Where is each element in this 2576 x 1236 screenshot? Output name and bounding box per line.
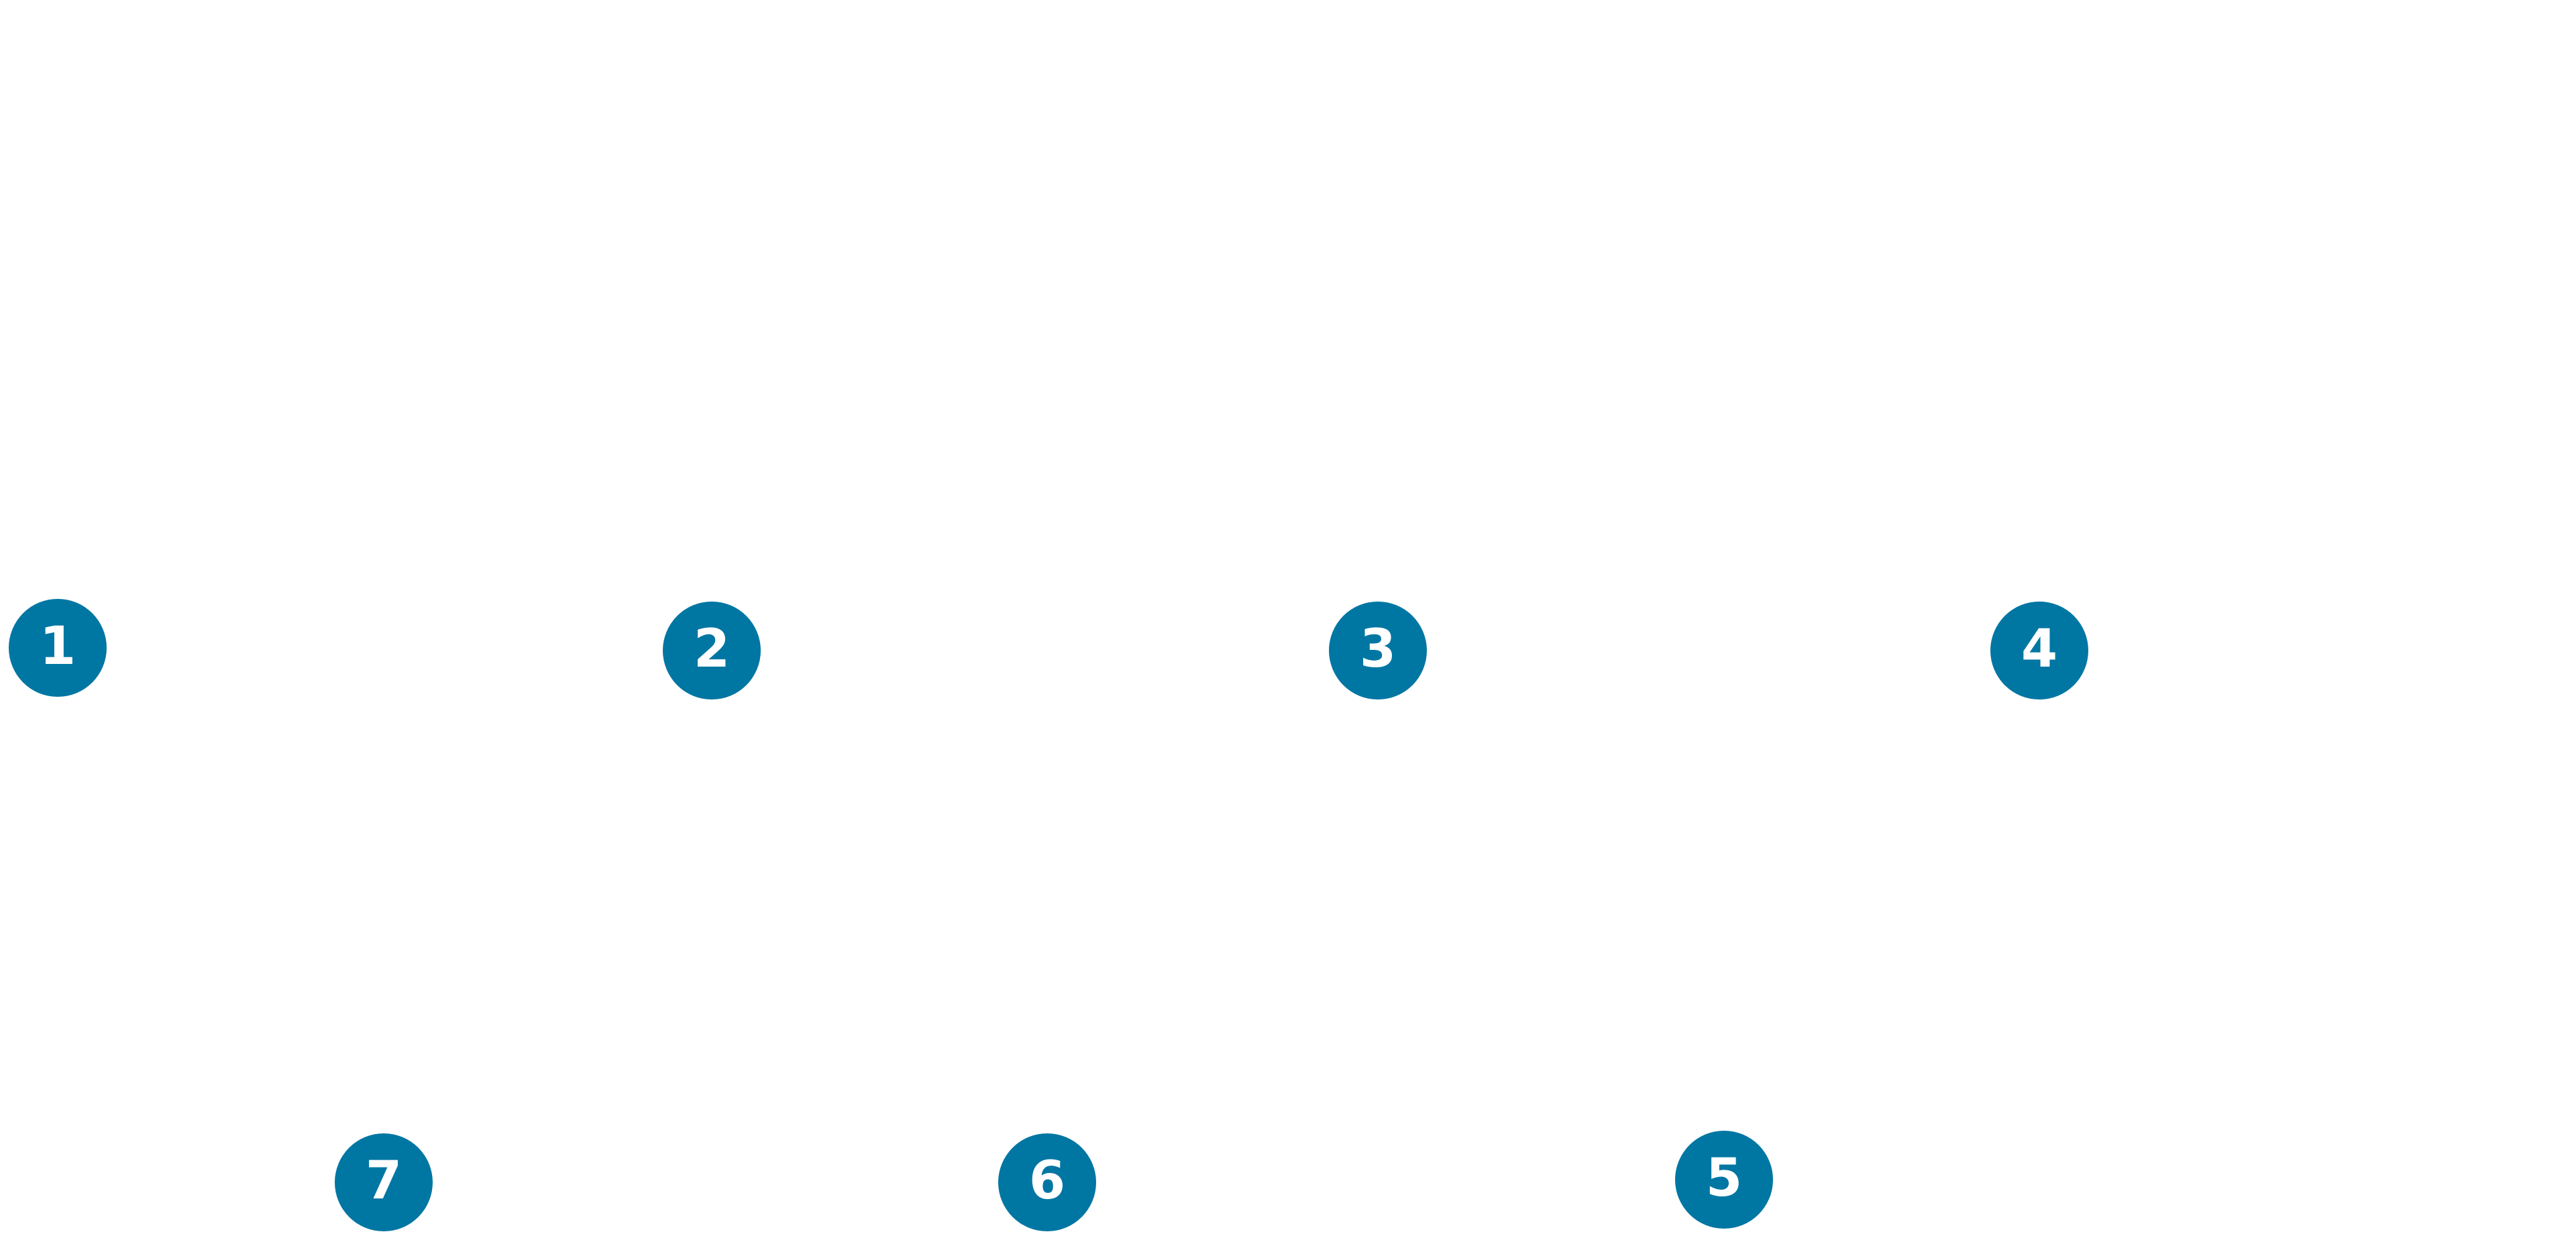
step-number-6: 6 [1028, 1151, 1066, 1211]
step-marker-2: 2 [663, 602, 761, 699]
step-marker-4: 4 [1990, 602, 2088, 699]
step-marker-5: 5 [1675, 1131, 1773, 1229]
step-marker-7: 7 [335, 1133, 433, 1231]
step-marker-1: 1 [9, 599, 107, 697]
step-number-4: 4 [2021, 619, 2058, 679]
step-number-1: 1 [39, 616, 76, 677]
step-number-7: 7 [365, 1151, 402, 1211]
step-marker-6: 6 [998, 1133, 1096, 1231]
step-number-3: 3 [1359, 619, 1397, 679]
step-number-2: 2 [693, 619, 731, 679]
step-number-5: 5 [1705, 1148, 1743, 1209]
step-marker-3: 3 [1329, 602, 1427, 699]
